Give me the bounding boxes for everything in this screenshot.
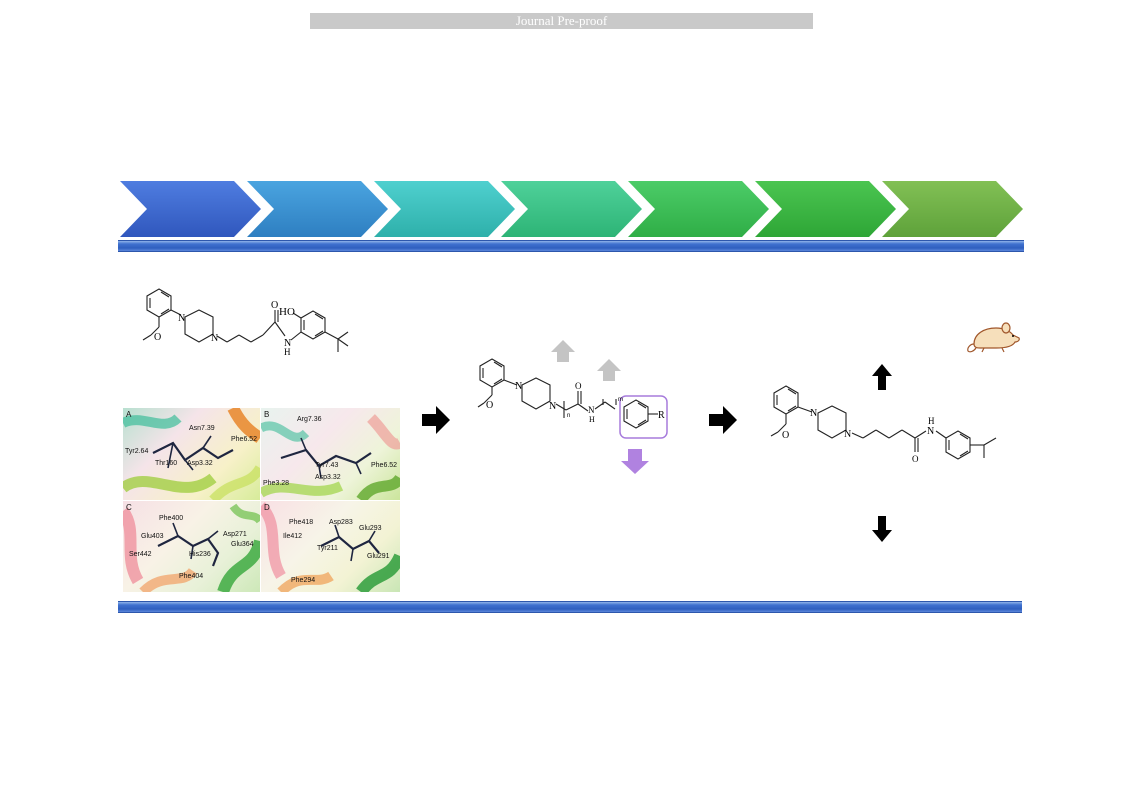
residue-label: Asn7.39 bbox=[189, 425, 215, 432]
scaffold-h-amide-label: H bbox=[589, 415, 595, 424]
docking-panel-a: A Asn7.39 Phe6.52 Tyr2.64 Thr160 Asp3.32 bbox=[123, 408, 260, 500]
chevron-step-4 bbox=[501, 181, 642, 237]
scaffold-o-carbonyl-label: O bbox=[575, 381, 582, 391]
residue-label: Glu364 bbox=[231, 541, 254, 548]
up-arrow-gray-icon bbox=[551, 340, 575, 362]
residue-label: Phe6.52 bbox=[231, 436, 258, 443]
lead-h-amide-label: H bbox=[284, 347, 291, 357]
chevron-step-2 bbox=[247, 181, 388, 237]
lead-n-label-1: N bbox=[178, 313, 185, 324]
residue-label: Phe400 bbox=[159, 515, 184, 522]
residue-label: Tyr211 bbox=[317, 545, 338, 552]
docking-panel-d: D Phe418 Asp283 Glu293 Ile412 Tyr211 Glu… bbox=[261, 501, 400, 592]
bottom-divider-bar bbox=[118, 601, 1022, 613]
final-n-amide-label: N bbox=[927, 426, 934, 437]
right-arrow-icon bbox=[709, 406, 737, 434]
r-substituent-highlight bbox=[619, 395, 668, 439]
residue-label: Ser442 bbox=[129, 551, 152, 558]
optimized-compound-structure: O N N H N O bbox=[770, 385, 997, 464]
chevron-step-5 bbox=[628, 181, 769, 237]
final-o-methoxy-label: O bbox=[782, 430, 789, 441]
final-h-amide-label: H bbox=[928, 416, 935, 426]
chevron-step-3 bbox=[374, 181, 515, 237]
scaffold-n-label-2: N bbox=[549, 401, 556, 412]
lead-o-carbonyl-label: O bbox=[271, 300, 278, 311]
residue-label: Phe404 bbox=[179, 573, 204, 580]
lead-compound-structure: HO O N N O N H bbox=[142, 288, 349, 357]
residue-label: Tyr2.64 bbox=[125, 448, 149, 455]
residue-label: Asp271 bbox=[223, 531, 247, 538]
right-arrow-icon bbox=[422, 406, 450, 434]
up-arrow-icon bbox=[872, 364, 892, 390]
residue-label: Phe6.52 bbox=[371, 462, 398, 469]
residue-label: Glu291 bbox=[367, 553, 390, 560]
final-n-label-1: N bbox=[810, 408, 817, 419]
scaffold-n-amide-label: N bbox=[588, 405, 595, 415]
top-divider-bar bbox=[118, 240, 1024, 252]
down-arrow-purple-icon bbox=[621, 449, 649, 474]
lead-n-label-2: N bbox=[211, 333, 218, 344]
scaffold-r-group-label: R bbox=[658, 410, 665, 421]
residue-label: Asp3.32 bbox=[187, 460, 213, 467]
residue-label: Arg7.36 bbox=[297, 416, 322, 423]
residue-label: Phe3.28 bbox=[263, 480, 290, 487]
residue-label: Phe294 bbox=[291, 577, 316, 584]
residue-label: Ile412 bbox=[283, 533, 303, 540]
residue-label: His236 bbox=[189, 551, 211, 558]
final-o-carbonyl-label: O bbox=[912, 454, 919, 464]
docking-panel-c: C Phe400 Glu403 Asp271 Glu364 Ser442 His… bbox=[123, 501, 260, 592]
chevron-step-7 bbox=[882, 181, 1023, 237]
up-arrow-gray-icon bbox=[597, 359, 621, 381]
final-n-label-2: N bbox=[844, 429, 851, 440]
lead-n-amide-label: N bbox=[284, 338, 291, 349]
lead-oh-label: HO bbox=[279, 306, 295, 318]
lead-o-methoxy-label: O bbox=[154, 332, 161, 343]
residue-label: Asp283 bbox=[329, 519, 353, 526]
residue-label: Thr160 bbox=[155, 460, 178, 467]
residue-label: Glu293 bbox=[359, 525, 382, 532]
mouse-icon bbox=[967, 322, 1020, 353]
scaffold-n-subscript: n bbox=[567, 413, 570, 419]
chevron-step-1 bbox=[120, 181, 261, 237]
general-scaffold-structure: O N N O N H R n m bbox=[477, 340, 668, 474]
residue-label: Asp3.32 bbox=[315, 474, 341, 481]
residue-label: Phe418 bbox=[289, 519, 314, 526]
down-arrow-icon bbox=[872, 516, 892, 542]
docking-panel-b: B Arg7.36 Phe6.52 Tyr7.43 Asp3.32 Phe3.2… bbox=[261, 408, 400, 500]
scaffold-n-label-1: N bbox=[515, 381, 522, 392]
journal-preproof-banner: Journal Pre-proof bbox=[310, 13, 813, 29]
scaffold-m-subscript: m bbox=[618, 397, 623, 403]
chevron-step-6 bbox=[755, 181, 896, 237]
residue-label: Tyr7.43 bbox=[315, 462, 339, 469]
process-chevron-flow bbox=[120, 181, 1023, 237]
docking-figure: A Asn7.39 Phe6.52 Tyr2.64 Thr160 Asp3.32… bbox=[123, 408, 400, 592]
residue-label: Glu403 bbox=[141, 533, 164, 540]
scaffold-o-methoxy-label: O bbox=[486, 400, 493, 411]
